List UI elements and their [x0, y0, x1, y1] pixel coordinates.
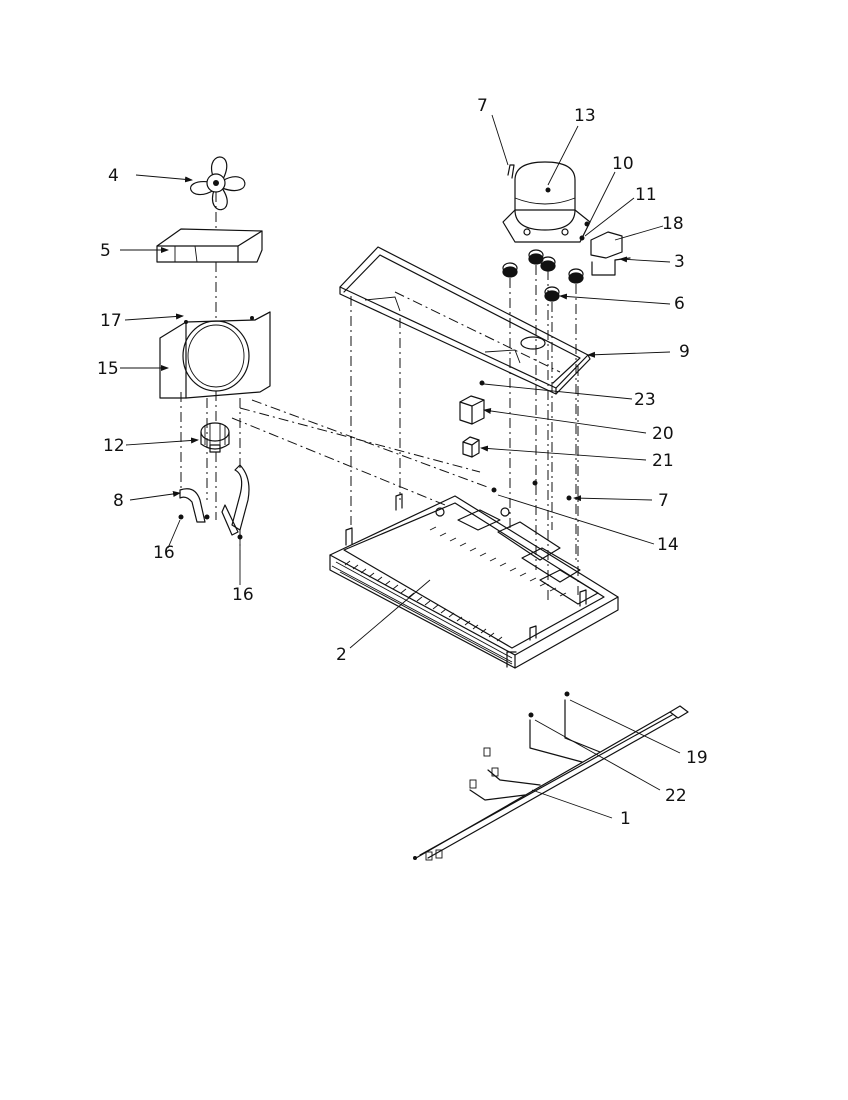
callout-22: 22: [665, 786, 687, 806]
callout-17: 17: [100, 311, 122, 331]
fan-blade: [190, 156, 246, 211]
upper-pan-supports: [350, 296, 579, 595]
motor-bracket-clips: [178, 464, 250, 540]
fan-motor: [200, 422, 230, 453]
base-pan-vents: [344, 526, 567, 642]
callout-21: 21: [652, 451, 674, 471]
screws-base: [491, 480, 572, 501]
leader-lines: [120, 114, 681, 819]
callout-16a: 16: [153, 543, 175, 563]
callout-14: 14: [657, 535, 679, 555]
callout-5: 5: [100, 241, 111, 261]
callout-13: 13: [574, 106, 596, 126]
left-assembly-centerlines: [180, 192, 491, 560]
callout-8: 8: [113, 491, 124, 511]
start-capacitor: [459, 380, 485, 425]
callout-2: 2: [336, 645, 347, 665]
compressor-centerlines: [509, 265, 577, 600]
callout-6: 6: [674, 294, 685, 314]
relay-box: [462, 436, 480, 458]
callout-9: 9: [679, 342, 690, 362]
callout-labels: 4 5 17 15 12 8 16 16 7 13 10 11 18 3 6 9…: [97, 96, 708, 829]
callout-7a: 7: [477, 96, 488, 116]
fan-shroud-bracket: [156, 228, 263, 263]
callout-18: 18: [662, 214, 684, 234]
callout-19: 19: [686, 748, 708, 768]
callout-20: 20: [652, 424, 674, 444]
callout-11: 11: [635, 185, 657, 205]
grommets: [502, 249, 584, 302]
compressor: [502, 161, 591, 243]
callout-10: 10: [612, 154, 634, 174]
fan-motor-mount: [159, 311, 271, 399]
callout-4: 4: [108, 166, 119, 186]
callout-12: 12: [103, 436, 125, 456]
callout-16b: 16: [232, 585, 254, 605]
callout-7b: 7: [658, 491, 669, 511]
callout-23: 23: [634, 390, 656, 410]
callout-1: 1: [620, 809, 631, 829]
base-pan: [329, 493, 619, 669]
callout-3: 3: [674, 252, 685, 272]
overload-relay: [579, 221, 631, 276]
wire-harness: [413, 691, 689, 861]
callout-15: 15: [97, 359, 119, 379]
